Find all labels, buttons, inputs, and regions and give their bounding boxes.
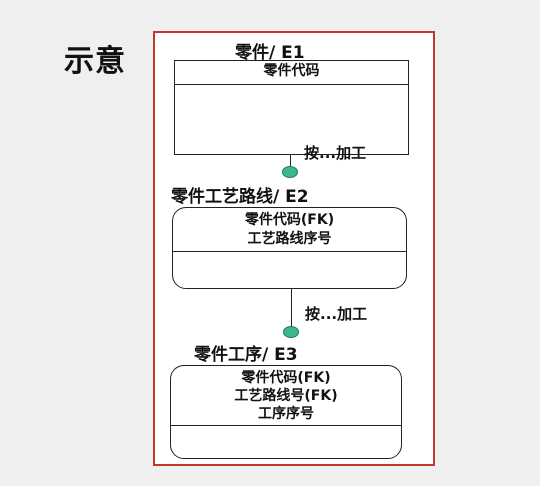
diagram-frame: 零件/ E1 零件代码 按...加工 零件工艺路线/ E2 零件代码(FK) 工…	[153, 31, 435, 466]
relationship-1-connector-dot	[282, 166, 298, 178]
entity-e3-key-2: 工艺路线号(FK)	[234, 388, 338, 404]
relationship-2-line	[291, 289, 292, 327]
relationship-1-line	[290, 155, 291, 167]
entity-e2-title: 零件工艺路线/ E2	[171, 187, 309, 207]
entity-e1-key-section: 零件代码	[175, 61, 408, 85]
entity-e1-box: 零件代码	[174, 60, 409, 155]
entity-e2-key-section: 零件代码(FK) 工艺路线序号	[173, 208, 406, 252]
relationship-2-connector-dot	[283, 326, 299, 338]
entity-e3-key-3: 工序序号	[258, 406, 314, 422]
slide-heading: 示意	[64, 44, 126, 79]
entity-e2-key-2: 工艺路线序号	[247, 231, 332, 247]
entity-e3-key-1: 零件代码(FK)	[241, 370, 331, 386]
entity-e3-box: 零件代码(FK) 工艺路线号(FK) 工序序号	[170, 365, 402, 459]
entity-e2-key-1: 零件代码(FK)	[244, 212, 335, 228]
relationship-1-label: 按...加工	[304, 144, 367, 162]
entity-e1-title: 零件/ E1	[235, 43, 305, 63]
entity-e1-key-1: 零件代码	[263, 63, 320, 79]
entity-e2-box: 零件代码(FK) 工艺路线序号	[172, 207, 407, 289]
entity-e3-key-section: 零件代码(FK) 工艺路线号(FK) 工序序号	[171, 366, 401, 426]
relationship-2-label: 按...加工	[305, 305, 368, 323]
entity-e3-title: 零件工序/ E3	[194, 345, 298, 365]
